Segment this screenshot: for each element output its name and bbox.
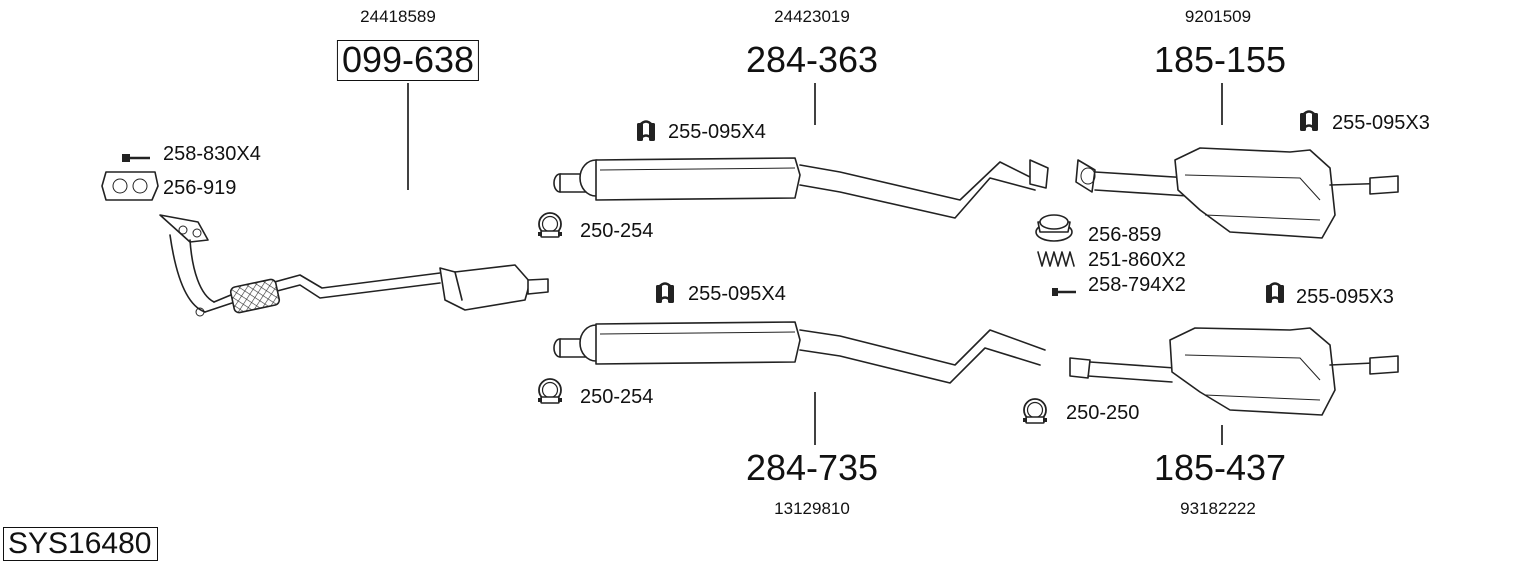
oe-number-middle-muffler-bottom: 13129810 [774,499,850,518]
accessory-label[interactable]: 250-254 [580,220,654,242]
part-number-middle-muffler-bottom[interactable]: 284-735 [745,447,879,488]
accessory-label[interactable]: 256-919 [163,177,237,199]
accessory-label[interactable]: 256-859 [1088,224,1162,246]
rubber-hanger-icon [1264,282,1286,305]
accessory-label[interactable]: 250-254 [580,386,654,408]
front-pipe-catalyst-drawing [159,214,549,317]
clamp-icon [537,378,563,404]
accessory-label[interactable]: 255-095X3 [1332,112,1430,134]
accessory-label[interactable]: 250-250 [1066,402,1140,424]
spring-icon [1037,251,1075,267]
accessory-label[interactable]: 258-794X2 [1088,274,1186,296]
middle-muffler-top-drawing [553,157,1049,219]
system-id-label: SYS16480 [3,527,159,561]
rear-silencer-bottom-drawing [1069,327,1399,416]
accessory-label[interactable]: 255-095X4 [688,283,786,305]
accessory-label[interactable]: 258-830X4 [163,143,261,165]
rubber-hanger-icon [654,282,676,305]
middle-muffler-bottom-drawing [553,321,1046,384]
part-number-rear-silencer-bottom[interactable]: 185-437 [1153,447,1287,488]
rear-silencer-top-drawing [1075,147,1399,239]
sealing-ring-icon [1035,214,1073,242]
oe-number-rear-silencer-bottom: 93182222 [1180,499,1256,518]
part-number-middle-muffler-top[interactable]: 284-363 [745,39,879,80]
accessory-label[interactable]: 255-095X3 [1296,286,1394,308]
clamp-icon [1022,398,1048,424]
bolt-icon [1052,288,1076,296]
oe-number-middle-muffler-top: 24423019 [774,7,850,26]
clamp-icon [537,212,563,238]
part-number-rear-silencer-top[interactable]: 185-155 [1153,39,1287,80]
accessory-label[interactable]: 251-860X2 [1088,249,1186,271]
gasket-icon [101,171,159,201]
accessory-label[interactable]: 255-095X4 [668,121,766,143]
rubber-hanger-icon [635,120,657,143]
oe-number-rear-silencer-top: 9201509 [1184,7,1252,26]
bolt-icon [122,154,150,162]
rubber-hanger-icon [1298,110,1320,133]
part-number-front-pipe[interactable]: 099-638 [336,40,480,81]
oe-number-front-pipe: 24418589 [360,7,436,26]
